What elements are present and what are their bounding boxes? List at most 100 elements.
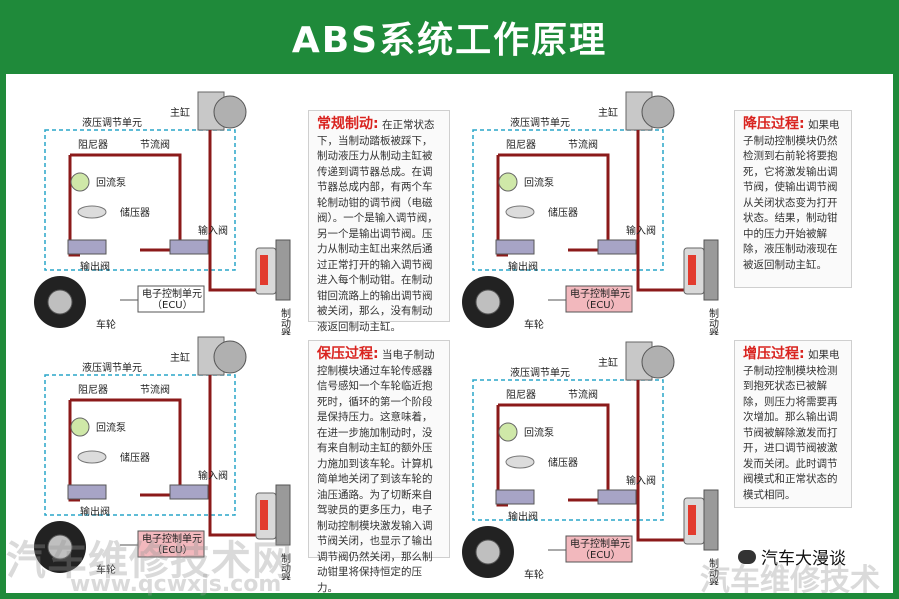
ecu-box	[137, 285, 205, 313]
brake-disc	[703, 489, 719, 551]
inlet-valve-label: 输入阀	[198, 224, 228, 237]
return-pump	[498, 422, 518, 442]
panel-reduce-body: 如果电子制动控制模块仍然检测到右前轮将要抱死，它将激发输出调节阀，使输出调节阀从…	[743, 119, 840, 271]
brake-label: 制动器	[279, 307, 291, 335]
return-pump-label: 回流泵	[96, 421, 126, 434]
upper-loop-line	[70, 398, 182, 485]
panel-increase-text: 增压过程: 如果电子制动控制模块检测到抱死状态已被解除，则压力将需要再次增加。那…	[734, 340, 852, 508]
diagram-reduce: 液压调节单元主缸阻尼器节流阀回流泵储压器输出阀输入阀制动器电子控制单元（ECU）…	[448, 90, 733, 335]
panel-hold-body: 当电子制动控制模块通过车轮传感器信号感知一个车轮临近抱死时，循环的第一个阶段是保…	[317, 349, 435, 594]
accumulator	[505, 455, 535, 469]
ecu-label-sub: （ECU）	[152, 544, 193, 556]
damper-label: 阻尼器	[506, 139, 536, 151]
brake-pad	[260, 500, 268, 530]
outlet-valve	[495, 489, 535, 505]
wechat-badge: 汽车大漫谈	[738, 544, 846, 569]
accumulator	[505, 205, 535, 219]
hydraulic-unit-box	[472, 129, 664, 271]
inlet-valve	[597, 239, 637, 255]
wechat-account: 汽车大漫谈	[761, 549, 846, 569]
outlet-valve-label: 输出阀	[80, 505, 110, 518]
upper-loop-line	[498, 403, 610, 490]
diagram-hold: 液压调节单元主缸阻尼器节流阀回流泵储压器输出阀输入阀制动器电子控制单元（ECU）…	[20, 335, 305, 580]
ecu-box	[137, 530, 205, 558]
brake-booster	[213, 340, 247, 374]
outlet-valve	[495, 239, 535, 255]
panel-increase-heading: 增压过程:	[743, 346, 805, 362]
ecu-label: 电子控制单元	[570, 287, 630, 300]
inlet-valve-label: 输入阀	[626, 224, 656, 237]
inlet-valve	[597, 489, 637, 505]
wheel-label: 车轮	[96, 318, 116, 331]
inlet-valve	[169, 239, 209, 255]
master-cylinder-label: 主缸	[170, 351, 190, 364]
brake-label: 制动器	[279, 552, 291, 580]
throttle-valve-label: 节流阀	[140, 383, 170, 396]
wheel-rim	[475, 539, 501, 565]
brake-booster	[641, 95, 675, 129]
watermark-url: www.qcwxjs.com	[70, 572, 282, 597]
panel-hold-text: 保压过程: 当电子制动控制模块通过车轮传感器信号感知一个车轮临近抱死时，循环的第…	[308, 340, 450, 594]
title-bar: ABS系统工作原理	[0, 0, 899, 74]
ecu-label: 电子控制单元	[570, 537, 630, 550]
wheel-label: 车轮	[524, 568, 544, 581]
ecu-box	[565, 535, 633, 563]
accumulator-label: 储压器	[548, 206, 578, 219]
brake-label: 制动器	[707, 557, 719, 585]
panel-hold-heading: 保压过程:	[317, 346, 379, 362]
return-pump-label: 回流泵	[524, 176, 554, 189]
brake-booster	[213, 95, 247, 129]
damper-label: 阻尼器	[78, 139, 108, 151]
diagram-increase: 液压调节单元主缸阻尼器节流阀回流泵储压器输出阀输入阀制动器电子控制单元（ECU）…	[448, 340, 733, 585]
panel-normal-text: 常规制动: 在正常状态下，当制动踏板被踩下，制动液压力从制动主缸被传递到调节器总…	[308, 110, 450, 333]
hydraulic-unit-box	[472, 379, 664, 521]
hydraulic-unit-label: 液压调节单元	[82, 361, 142, 374]
hydraulic-unit-label: 液压调节单元	[510, 366, 570, 379]
accumulator-label: 储压器	[120, 206, 150, 219]
panel-normal-body: 在正常状态下，当制动踏板被踩下，制动液压力从制动主缸被传递到调节器总成。在调节器…	[317, 119, 438, 333]
inlet-valve-label: 输入阀	[626, 474, 656, 487]
brake-pad	[688, 505, 696, 535]
upper-loop-line	[498, 153, 610, 240]
diagram-normal: 液压调节单元主缸阻尼器节流阀回流泵储压器输出阀输入阀制动器电子控制单元（ECU）…	[20, 90, 305, 335]
accumulator-label: 储压器	[120, 451, 150, 464]
throttle-valve-label: 节流阀	[568, 138, 598, 151]
brake-disc	[275, 484, 291, 546]
brake-label: 制动器	[707, 307, 719, 335]
throttle-valve-label: 节流阀	[140, 138, 170, 151]
hydraulic-unit-label: 液压调节单元	[510, 116, 570, 129]
brake-disc	[703, 239, 719, 301]
wheel-label: 车轮	[524, 318, 544, 331]
panel-normal-heading: 常规制动:	[317, 116, 379, 132]
wheel-rim	[475, 289, 501, 315]
return-pump	[70, 172, 90, 192]
master-cylinder-label: 主缸	[598, 356, 618, 369]
wheel-label: 车轮	[96, 563, 116, 576]
ecu-label-sub: （ECU）	[580, 299, 621, 311]
watermark-main: 汽车维修技术网	[6, 538, 293, 584]
page-title: ABS系统工作原理	[291, 20, 608, 61]
outlet-valve	[67, 239, 107, 255]
panel-reduce-heading: 降压过程:	[743, 116, 805, 132]
left-return-line	[496, 405, 508, 507]
ecu-label-sub: （ECU）	[152, 299, 193, 311]
throttle-valve-label: 节流阀	[568, 388, 598, 401]
return-pump-label: 回流泵	[524, 426, 554, 439]
wechat-icon	[738, 549, 756, 564]
hydraulic-unit-label: 液压调节单元	[82, 116, 142, 129]
hydraulic-unit-box	[44, 374, 236, 516]
left-return-line	[68, 400, 80, 502]
ecu-label-sub: （ECU）	[580, 549, 621, 561]
wheel-rim	[47, 289, 73, 315]
brake-booster	[641, 345, 675, 379]
inlet-valve	[169, 484, 209, 500]
upper-loop-line	[70, 153, 182, 240]
return-pump	[498, 172, 518, 192]
inlet-valve-label: 输入阀	[198, 469, 228, 482]
accumulator-label: 储压器	[548, 456, 578, 469]
brake-pad	[260, 255, 268, 285]
panel-increase-body: 如果电子制动控制模块检测到抱死状态已被解除，则压力将需要再次增加。那么输出调节阀…	[743, 349, 840, 501]
accumulator	[77, 450, 107, 464]
damper-label: 阻尼器	[506, 389, 536, 401]
return-pump-label: 回流泵	[96, 176, 126, 189]
